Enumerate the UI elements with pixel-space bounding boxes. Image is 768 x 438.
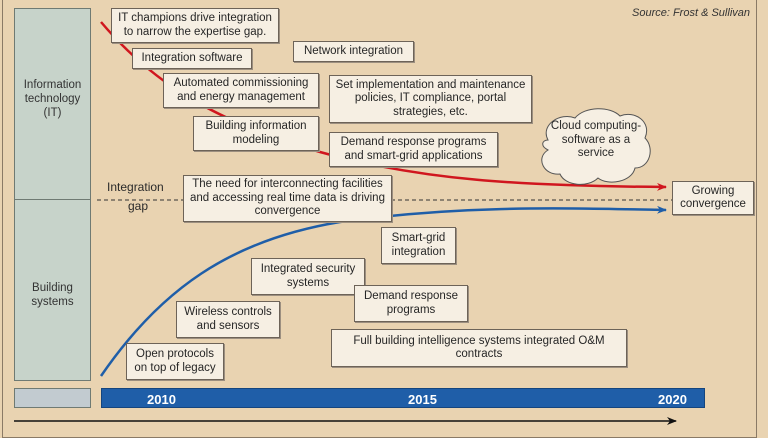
bs-box-open-protocols: Open protocols on top of legacy [126, 343, 224, 380]
it-box-bim: Building information modeling [193, 116, 319, 151]
gap-label-line2: gap [128, 199, 149, 213]
timeline-bar: 2010 2015 2020 [101, 388, 705, 408]
it-box-integration-software: Integration software [132, 48, 252, 69]
gap-label-line1: Integration [107, 180, 164, 194]
cloud-shape [541, 108, 651, 185]
it-label: Information technology (IT) [23, 79, 82, 119]
bs-box-full-building: Full building intelligence systems integ… [331, 329, 627, 367]
it-curve [100, 21, 667, 191]
it-box-champions: IT champions drive integration to narrow… [111, 8, 279, 43]
growing-convergence-box: Growing convergence [672, 181, 754, 215]
timeline-label-cell [14, 388, 91, 408]
it-box-set-implementation: Set implementation and maintenance polic… [329, 75, 532, 123]
year-2010: 2010 [147, 392, 176, 407]
year-2020: 2020 [658, 392, 687, 407]
it-box-automated-commissioning: Automated commissioning and energy manag… [163, 73, 319, 108]
bs-box-wireless: Wireless controls and sensors [176, 301, 280, 338]
bs-box-security: Integrated security systems [251, 258, 365, 295]
it-box-demand-response: Demand response programs and smart-grid … [329, 132, 498, 167]
building-panel: Building systems [14, 199, 91, 381]
building-label: Building systems [31, 282, 74, 308]
convergence-driver-box: The need for interconnecting facilities … [183, 175, 392, 222]
bs-box-smart-grid: Smart-grid integration [381, 227, 456, 264]
cloud-label: Cloud computing-software as a service [550, 120, 642, 159]
bs-box-demand-response: Demand response programs [354, 285, 468, 322]
source-credit: Source: Frost & Sullivan [632, 7, 750, 19]
it-box-network-integration: Network integration [293, 41, 414, 62]
it-panel: Information technology (IT) [14, 8, 91, 200]
year-2015: 2015 [408, 392, 437, 407]
